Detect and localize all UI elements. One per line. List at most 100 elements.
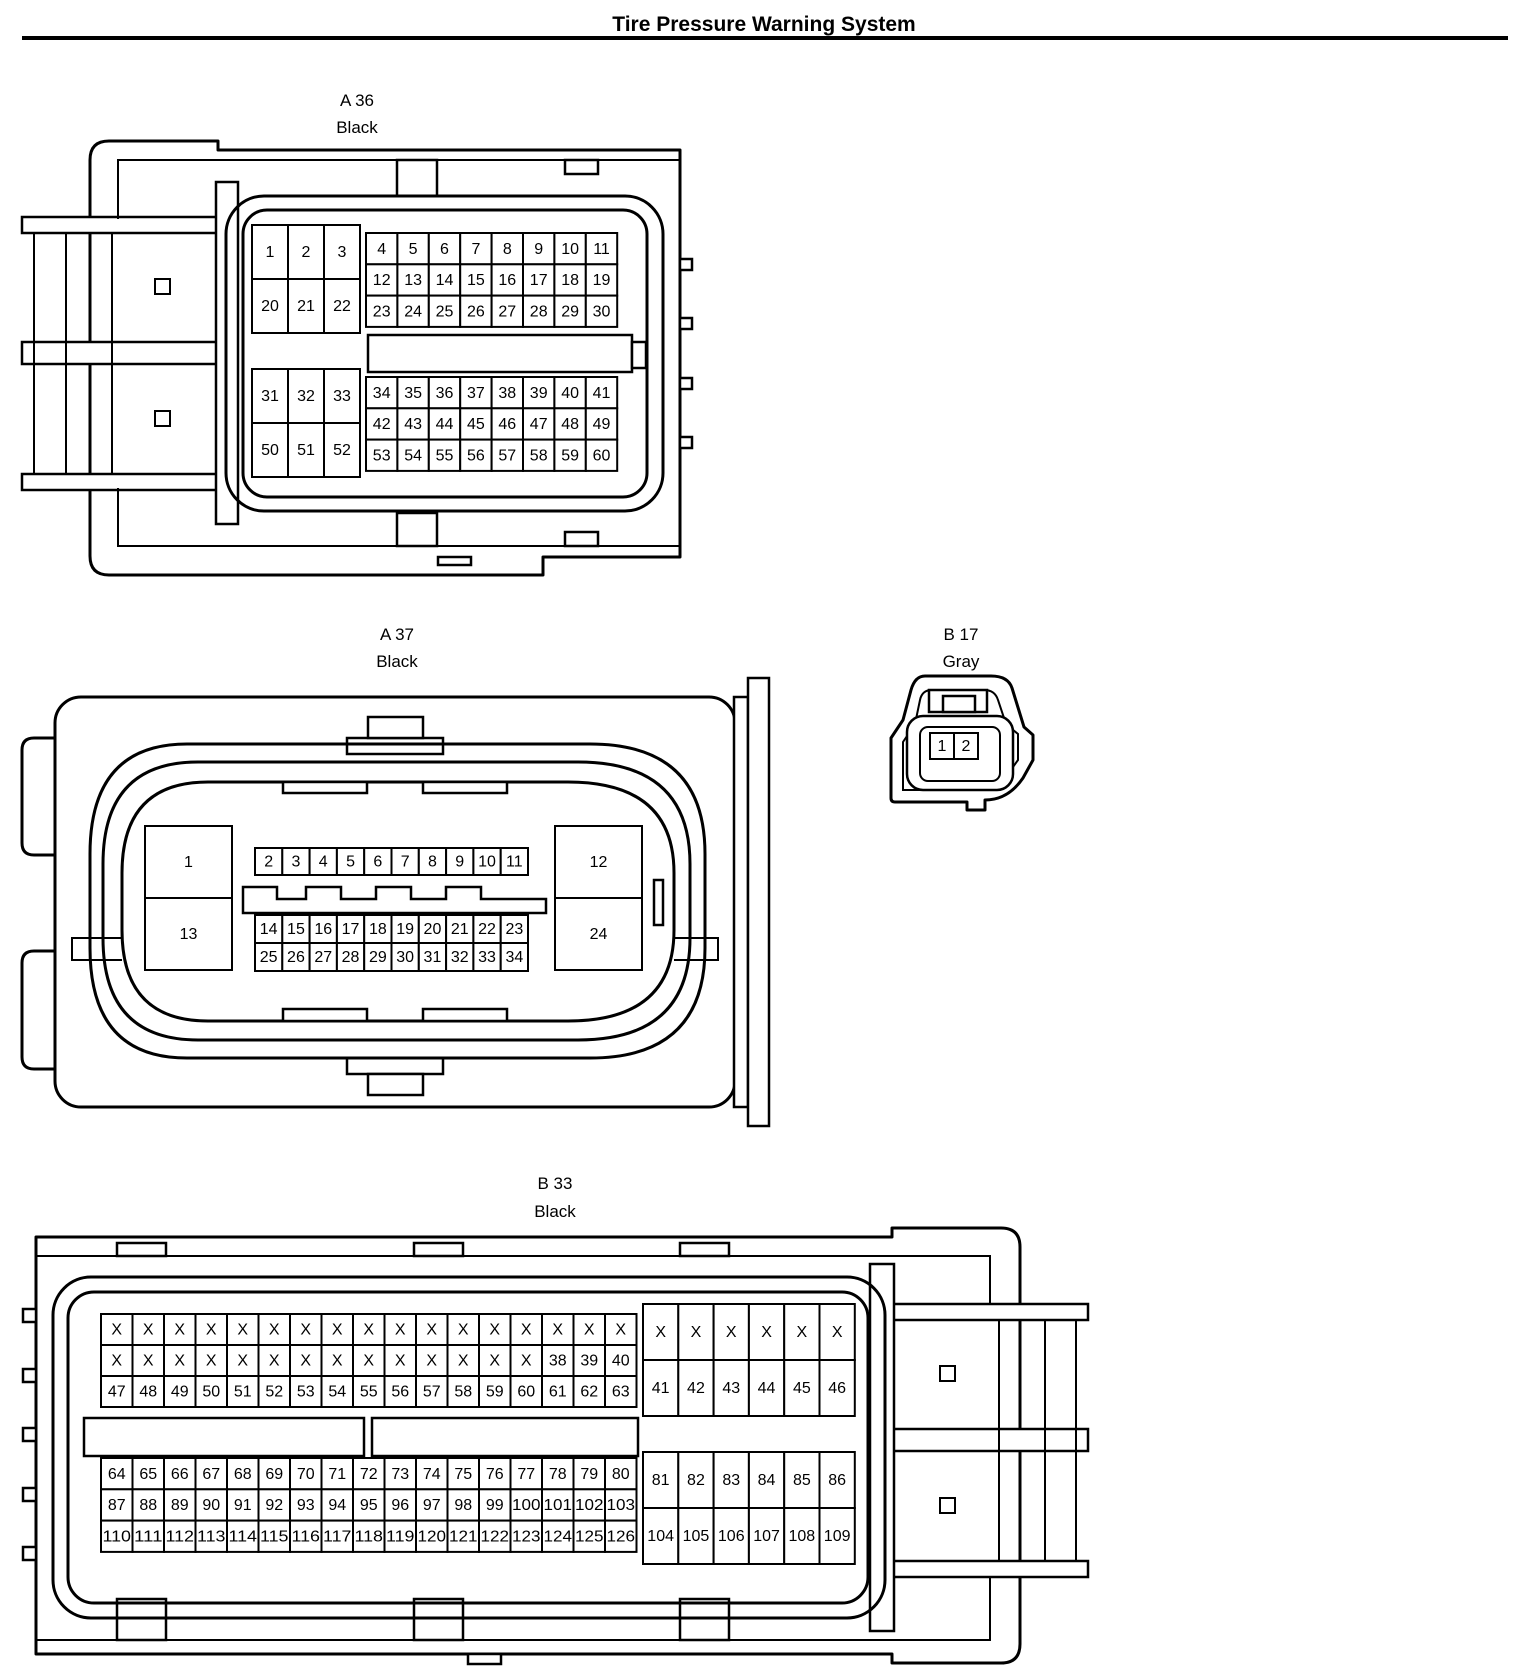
pin-cell	[604, 1375, 638, 1408]
b33-pin-x: X	[642, 1303, 680, 1361]
pin-label: 82	[687, 1472, 705, 1489]
pin-label: 19	[396, 921, 414, 938]
a36-pin-10: 10	[553, 232, 587, 266]
pin-label: X	[615, 1322, 626, 1339]
pin-label: 46	[498, 416, 516, 433]
a36-pin-15: 15	[459, 263, 493, 297]
a36-pin-2: 2	[287, 224, 325, 280]
pin-cell	[396, 407, 430, 441]
pin-label: 107	[753, 1528, 780, 1545]
pin-cell	[499, 914, 530, 944]
a37-pin-11: 11	[499, 847, 530, 876]
b33-pin-124: 124	[541, 1519, 575, 1553]
pin-label: 101	[544, 1497, 573, 1514]
b33-pin-71: 71	[320, 1457, 354, 1491]
a36-pin-9: 9	[522, 232, 556, 266]
pin-label: 11	[506, 854, 523, 871]
pin-label: 72	[360, 1466, 378, 1483]
a37-pin-26: 26	[281, 942, 311, 972]
pin-label: 18	[369, 921, 387, 938]
a37-pin-28: 28	[335, 942, 366, 972]
b33-pin-x: X	[100, 1344, 134, 1377]
b33-pin-58: 58	[446, 1375, 480, 1408]
pin-cell	[445, 914, 475, 944]
b33-pin-x: X	[677, 1303, 715, 1361]
a36-pin-16: 16	[490, 263, 525, 297]
pin-label: 29	[561, 303, 579, 320]
b33-pin-119: 119	[383, 1519, 417, 1553]
pin-cell	[226, 1457, 260, 1491]
b33-pin-109: 109	[818, 1507, 856, 1565]
pin-label: 110	[103, 1528, 132, 1545]
b33-pin-68: 68	[226, 1457, 260, 1491]
pin-label: 31	[261, 388, 279, 405]
pin-label: 23	[373, 303, 391, 320]
pin-cell	[323, 422, 361, 478]
b33-pin-80: 80	[604, 1457, 638, 1491]
b33-pin-45: 45	[783, 1359, 821, 1417]
pin-label: X	[332, 1353, 343, 1370]
pin-label: X	[363, 1322, 374, 1339]
pin-label: 124	[544, 1528, 573, 1545]
pin-label: 106	[718, 1528, 745, 1545]
b17-pin-2: 2	[953, 732, 979, 760]
a36-pin-4: 4	[365, 232, 399, 266]
b33-pin-x: X	[257, 1344, 291, 1377]
pin-cell	[604, 1313, 638, 1346]
b33-pin-107: 107	[747, 1507, 786, 1565]
pin-label: 32	[451, 949, 469, 966]
pin-label: 17	[530, 272, 548, 289]
pin-label: 7	[401, 854, 410, 871]
pin-cell	[415, 1519, 449, 1553]
a36-pin-57: 57	[490, 438, 525, 472]
b33-pin-x: X	[446, 1344, 480, 1377]
b33-pin-73: 73	[383, 1457, 417, 1491]
pin-label: 51	[234, 1384, 252, 1401]
pin-label: 12	[590, 854, 608, 871]
a36-pin-60: 60	[584, 438, 619, 472]
a36-pin-52: 52	[323, 422, 361, 478]
a36-pin-50: 50	[251, 422, 289, 478]
b33-pin-x: X	[320, 1344, 354, 1377]
a36-pin-28: 28	[522, 294, 556, 328]
pin-label: 28	[530, 303, 548, 320]
pin-label: 19	[593, 272, 611, 289]
b33-pin-56: 56	[383, 1375, 417, 1408]
pin-label: X	[111, 1322, 122, 1339]
pin-label: X	[174, 1322, 185, 1339]
pin-cell	[459, 438, 493, 472]
a37-pin-4: 4	[308, 847, 338, 876]
a36-pin-35: 35	[396, 376, 430, 410]
pin-label: 14	[436, 272, 454, 289]
pin-cell	[478, 1457, 512, 1491]
pin-cell	[323, 278, 361, 334]
a37-pin-15: 15	[281, 914, 311, 944]
pin-cell	[383, 1375, 417, 1408]
pin-label: 44	[436, 416, 454, 433]
pin-label: 3	[291, 854, 300, 871]
b33-pin-38: 38	[541, 1344, 575, 1377]
pin-label: X	[300, 1353, 311, 1370]
b33-pin-101: 101	[541, 1488, 575, 1522]
pin-cell	[445, 847, 475, 876]
pin-label: 98	[454, 1497, 472, 1514]
a37-pin-18: 18	[363, 914, 393, 944]
b33-pin-57: 57	[415, 1375, 449, 1408]
a37-pin-22: 22	[472, 914, 502, 944]
b33-pin-122: 122	[478, 1519, 512, 1553]
a36-pin-19: 19	[584, 263, 619, 297]
pin-label: X	[332, 1322, 343, 1339]
a36-pin-54: 54	[396, 438, 430, 472]
b33-pin-116: 116	[289, 1519, 323, 1553]
pin-label: 51	[297, 442, 315, 459]
a36-pin-56: 56	[459, 438, 493, 472]
pin-label: 57	[498, 447, 516, 464]
a36-pin-26: 26	[459, 294, 493, 328]
pin-cell	[572, 1344, 606, 1377]
pin-label: 112	[166, 1528, 195, 1545]
connector-a36: A 36 Black	[20, 91, 694, 577]
pin-label: 64	[108, 1466, 126, 1483]
b33-pin-85: 85	[783, 1451, 821, 1509]
a36-pin-34: 34	[365, 376, 399, 410]
